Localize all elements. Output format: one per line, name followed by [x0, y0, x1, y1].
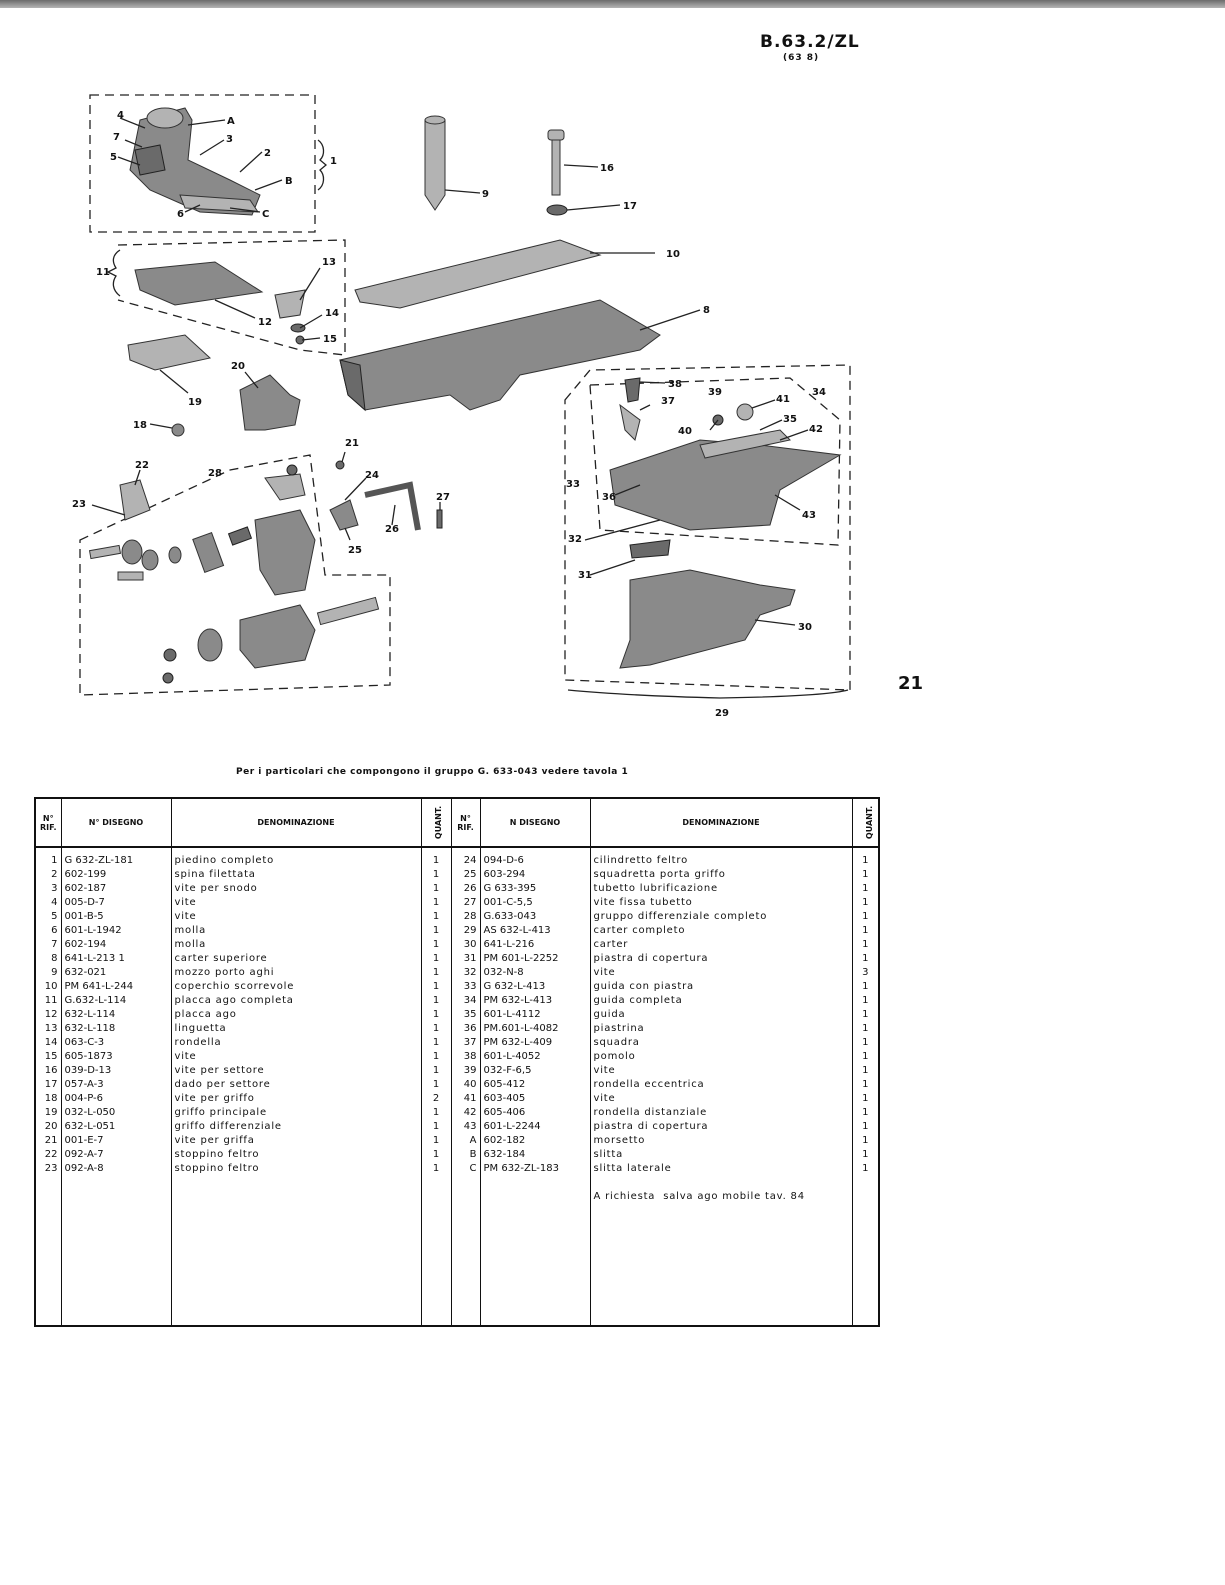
label-10: 10	[666, 249, 680, 260]
left-quant-column: 1 1 1 1 1 1 1 1 1 1 1 1 1 1 1 1 1 2 1 1 …	[420, 847, 452, 1326]
label-37: 37	[661, 396, 675, 407]
group-11-box	[117, 239, 346, 356]
left-disegno-column: G 632-ZL-181 602-199 602-187 005-D-7 001…	[60, 847, 172, 1326]
right-quant-column: 1 1 1 1 1 1 1 1 3 1 1 1 1 1 1 1 1 1 1 1 …	[851, 847, 880, 1326]
guide-plate-drawing	[609, 377, 842, 531]
label-5: 5	[110, 152, 117, 163]
scan-top-edge	[0, 0, 1225, 8]
screw-18-drawing	[171, 423, 185, 437]
header-quant-left: QUANT.	[420, 797, 452, 848]
label-12: 12	[258, 317, 272, 328]
label-4: 4	[117, 110, 124, 121]
label-15: 15	[323, 334, 337, 345]
label-8: 8	[703, 305, 710, 316]
label-2: 2	[264, 148, 271, 159]
label-39: 39	[708, 387, 722, 398]
header-quant-right: QUANT.	[851, 797, 880, 848]
label-14: 14	[325, 308, 339, 319]
label-B: B	[285, 176, 293, 187]
group-29-brace	[567, 689, 849, 699]
left-rif-column: 1 2 3 4 5 6 7 8 9 10 11 12 13 14 15 16 1…	[34, 847, 62, 1326]
label-33: 33	[566, 479, 580, 490]
label-40: 40	[678, 426, 692, 437]
label-22: 22	[135, 460, 149, 471]
screw-16-drawing	[546, 129, 568, 216]
group-1-brace	[317, 139, 328, 191]
carter-30-drawing	[619, 569, 796, 669]
label-27: 27	[436, 492, 450, 503]
right-rif-column: 24 25 26 27 28 29 30 31 32 33 34 35 36 3…	[450, 847, 481, 1326]
upper-carter-drawing	[339, 299, 661, 411]
page-number: 21	[898, 673, 924, 694]
group-reference-note: Per i particolari che compongono il grup…	[236, 767, 629, 777]
sliding-cover-drawing	[354, 239, 602, 309]
table-body-row: 1 2 3 4 5 6 7 8 9 10 11 12 13 14 15 16 1…	[34, 847, 880, 1326]
label-30: 30	[798, 622, 812, 633]
label-28: 28	[208, 468, 222, 479]
group-29-box	[564, 364, 851, 691]
label-13: 13	[322, 257, 336, 268]
left-denominazione-column: piedino completo spina filettata vite pe…	[170, 847, 422, 1326]
label-42: 42	[809, 424, 823, 435]
label-17: 17	[623, 201, 637, 212]
label-34: 34	[812, 387, 826, 398]
label-21: 21	[345, 438, 359, 449]
table-header-row: N° RIF. N° DISEGNO DENOMINAZIONE QUANT. …	[34, 797, 880, 848]
differential-group-drawing	[88, 464, 380, 684]
label-11: 11	[96, 267, 110, 278]
label-7: 7	[113, 132, 120, 143]
label-19: 19	[188, 397, 202, 408]
group-28-box	[79, 454, 391, 696]
group-1-box	[89, 94, 316, 233]
plate-code: B.63.2/ZL	[760, 32, 860, 52]
leader-lines	[91, 117, 809, 626]
label-A: A	[227, 116, 235, 127]
exploded-parts-diagram: A 4 7 3 5 2 1 B 6 C 9 16 17 10 8 11 13 1…	[72, 94, 851, 719]
right-disegno-column: 094-D-6 603-294 G 633-395 001-C-5,5 G.63…	[479, 847, 591, 1326]
plate-subcode: (63 8)	[783, 53, 820, 63]
header-disegno-left: N° DISEGNO	[60, 797, 172, 848]
main-feed-dog-drawing	[127, 334, 212, 371]
label-1: 1	[330, 156, 337, 167]
presser-foot-drawing	[129, 107, 261, 216]
label-38: 38	[668, 379, 682, 390]
differential-feed-dog-drawing	[239, 374, 301, 431]
label-29: 29	[715, 708, 729, 719]
label-20: 20	[231, 361, 245, 372]
right-denominazione-column: cilindretto feltro squadretta porta grif…	[589, 847, 853, 1326]
group-33-box	[589, 377, 841, 546]
parts-list-table: N° RIF. N° DISEGNO DENOMINAZIONE QUANT. …	[34, 797, 880, 1327]
label-32: 32	[568, 534, 582, 545]
label-26: 26	[385, 524, 399, 535]
header-disegno-right: N DISEGNO	[479, 797, 591, 848]
felt-wick-drawing	[119, 479, 151, 521]
needle-plate-drawing	[134, 261, 264, 306]
label-23: 23	[72, 499, 86, 510]
group-11-brace	[106, 249, 121, 297]
label-35: 35	[783, 414, 797, 425]
header-rif-left: N° RIF.	[34, 797, 62, 848]
header-denominazione-left: DENOMINAZIONE	[170, 797, 422, 848]
label-6: 6	[177, 209, 184, 220]
label-3: 3	[226, 134, 233, 145]
header-denominazione-right: DENOMINAZIONE	[589, 797, 853, 848]
label-31: 31	[578, 570, 592, 581]
needle-hub-drawing	[424, 115, 446, 211]
label-18: 18	[133, 420, 147, 431]
header-rif-right: N° RIF.	[450, 797, 481, 848]
feed-bracket-drawing	[329, 499, 359, 531]
label-36: 36	[602, 492, 616, 503]
label-43: 43	[802, 510, 816, 521]
label-9: 9	[482, 189, 489, 200]
label-25: 25	[348, 545, 362, 556]
label-24: 24	[365, 470, 379, 481]
label-41: 41	[776, 394, 790, 405]
label-C: C	[262, 209, 269, 220]
label-16: 16	[600, 163, 614, 174]
